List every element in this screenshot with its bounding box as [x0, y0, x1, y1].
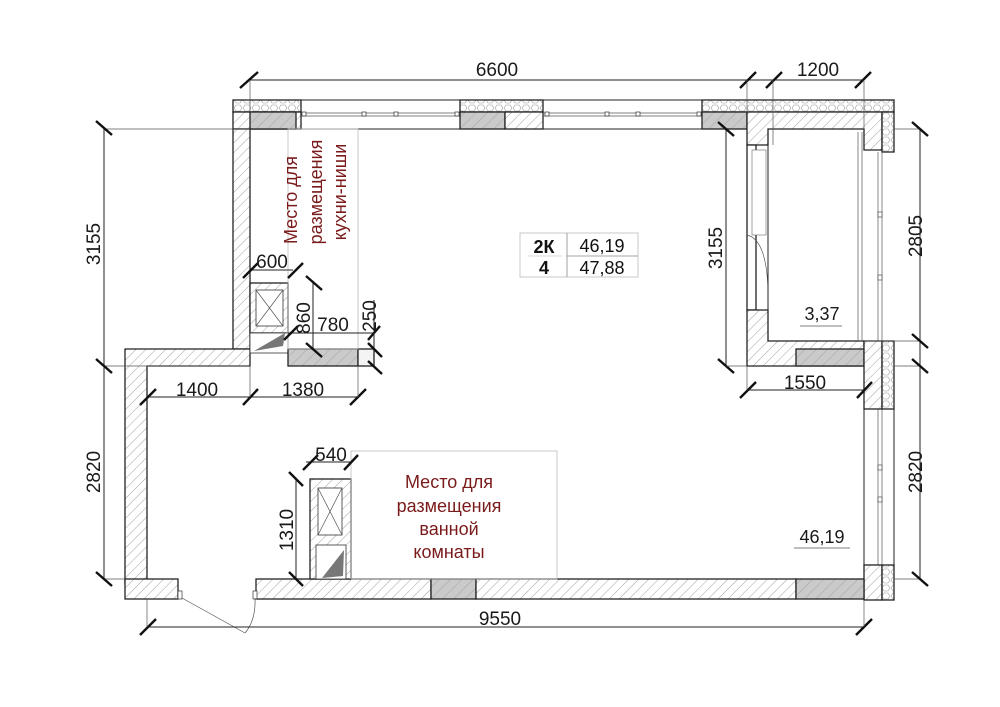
- svg-text:кухни-ниши: кухни-ниши: [330, 144, 350, 241]
- dim-kitchen-780: 780: [317, 315, 349, 336]
- dim-balcony-width: 1550: [784, 373, 826, 394]
- svg-text:Место для: Место для: [281, 156, 301, 244]
- bathroom-zone-label: Место для размещения ванной комнаты: [397, 472, 502, 562]
- dim-entry-right: 1380: [282, 380, 324, 401]
- kitchen-zone-label: Место для размещения кухни-ниши: [281, 140, 350, 245]
- dim-right-upper: 2805: [906, 215, 927, 257]
- dim-bath-shaft-height: 1310: [277, 509, 298, 551]
- dim-top-main: 6600: [476, 60, 518, 81]
- dim-kitchen-shaft-height: 860: [294, 302, 315, 334]
- svg-text:комнаты: комнаты: [413, 542, 484, 562]
- total-area: 47,88: [579, 258, 624, 278]
- floor-number: 4: [539, 258, 549, 278]
- main-room-area: 46,19: [799, 527, 844, 547]
- bottom-wall: [124, 578, 865, 634]
- svg-text:размещения: размещения: [306, 140, 326, 245]
- dim-left-lower: 2820: [84, 451, 105, 493]
- dim-kitchen-shaft-width: 600: [256, 252, 288, 273]
- balcony-area: 3,37: [804, 304, 839, 324]
- apartment-type: 2К: [534, 237, 556, 257]
- svg-text:размещения: размещения: [397, 496, 502, 516]
- balcony: [746, 129, 895, 410]
- living-area: 46,19: [579, 236, 624, 256]
- dimension-lines: [95, 71, 929, 636]
- dim-bottom-total: 9550: [479, 609, 521, 630]
- dim-left-upper: 3155: [84, 223, 105, 265]
- right-wall-lower: [863, 409, 895, 601]
- svg-text:ванной: ванной: [419, 519, 478, 539]
- dim-kitchen-250: 250: [360, 300, 381, 332]
- left-walls: [124, 128, 375, 585]
- bath-shaft: [309, 478, 352, 580]
- dim-entry-left: 1400: [176, 380, 218, 401]
- bath-zone-outline: [350, 450, 558, 580]
- summary-table: 2К 4 46,19 47,88: [519, 232, 639, 278]
- svg-text:Место для: Место для: [405, 472, 493, 492]
- kitchen-zone-outline: [287, 128, 359, 350]
- dim-bath-shaft-width: 540: [315, 445, 347, 466]
- dim-right-lower: 2820: [906, 451, 927, 493]
- dim-balcony-height: 3155: [706, 227, 727, 269]
- dim-top-balcony: 1200: [797, 60, 839, 81]
